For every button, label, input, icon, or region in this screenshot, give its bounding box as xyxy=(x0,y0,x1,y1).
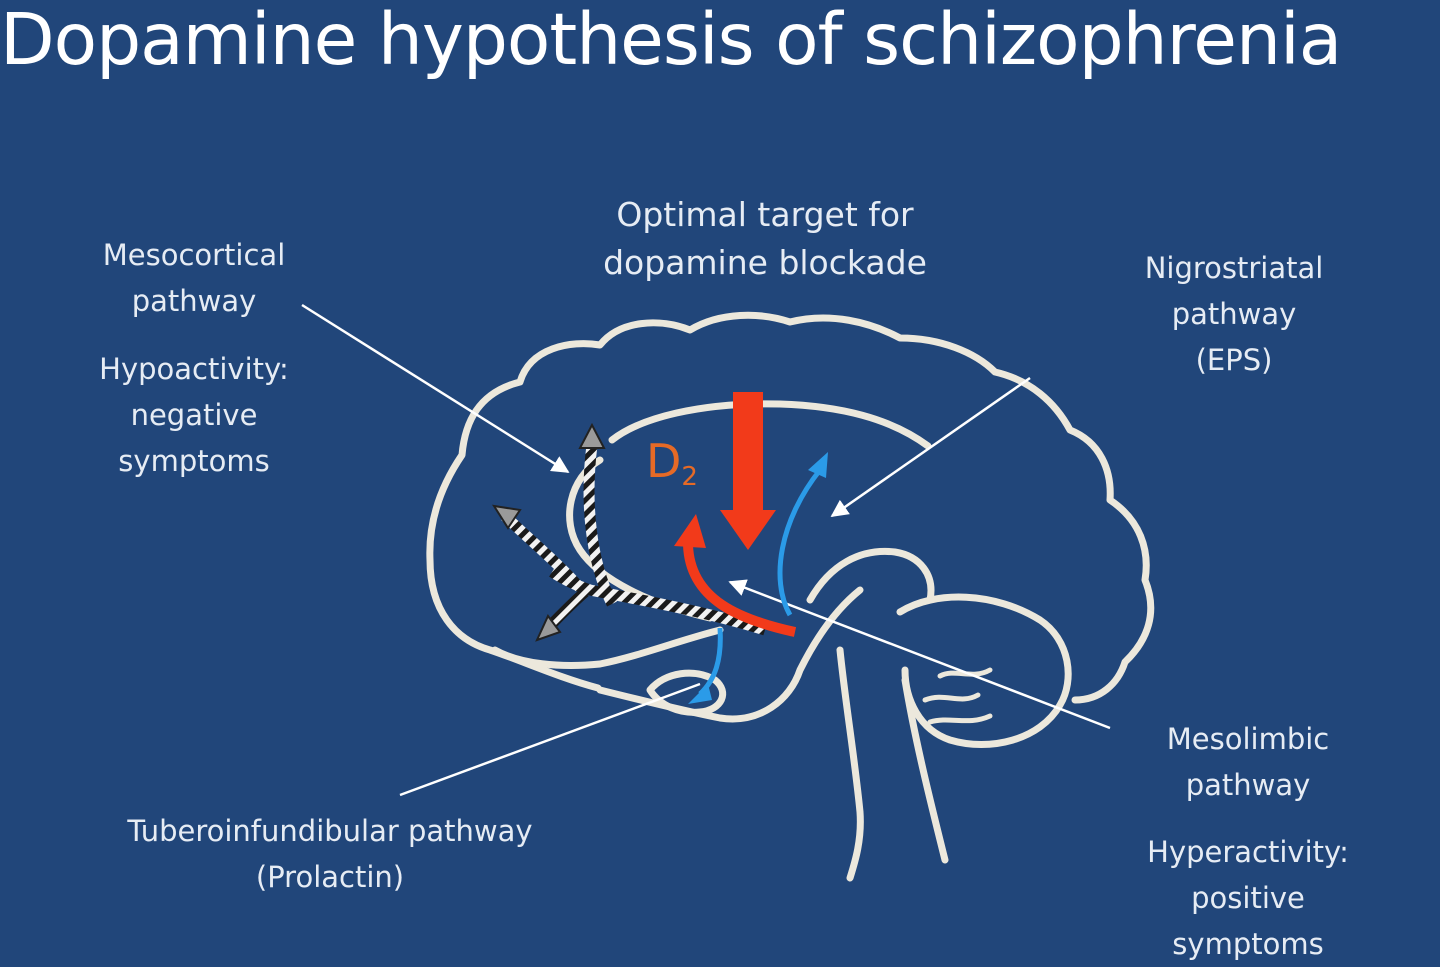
mesocortical-path-left xyxy=(501,512,585,592)
thalamus xyxy=(806,547,935,604)
cerebellum-folia xyxy=(922,667,993,725)
mesocortical-head-down xyxy=(535,614,562,642)
mesocortical-head-left xyxy=(491,504,522,530)
tuberoinfundibular-arrowhead xyxy=(688,684,712,704)
receptor-symbol: D xyxy=(646,434,682,488)
nigrostriatal-arrow xyxy=(777,468,822,617)
cerebrum-contour xyxy=(426,311,1155,704)
cerebellum xyxy=(896,593,1072,749)
pointer-mesocortical xyxy=(301,303,570,474)
tuberoinfundibular-pathway-label: Tuberoinfundibular pathway(Prolactin) xyxy=(127,814,533,894)
pituitary xyxy=(646,669,727,716)
mesocortical-path-upper xyxy=(583,444,617,607)
mesocortical-head-up xyxy=(578,422,606,449)
frontal-base xyxy=(491,626,724,669)
brainstem xyxy=(836,646,864,882)
blockade-arrow xyxy=(720,392,776,550)
mesolimbic-arrowhead xyxy=(674,514,706,548)
mesocortical-arrows xyxy=(501,444,767,636)
pointer-tuberoinfundibular xyxy=(399,682,701,797)
receptor-subscript: 2 xyxy=(681,462,698,492)
mesocortical-arrowheads xyxy=(491,422,606,642)
brainstem-back xyxy=(901,676,949,864)
nigrostriatal-arrowhead xyxy=(808,452,828,478)
slide-title: Dopamine hypothesis of schizophrenia xyxy=(0,0,1342,81)
d2-receptor-label: D2 xyxy=(646,436,698,502)
brain-outline xyxy=(426,311,1155,882)
mesolimbic-arrow xyxy=(683,544,797,637)
pointer-mesolimbic xyxy=(728,579,1111,730)
corpus-callosum xyxy=(608,400,932,450)
mesocortical-path-main xyxy=(549,567,767,636)
pointer-nigrostriatal xyxy=(830,376,1031,518)
pointer-lines xyxy=(301,303,1111,797)
